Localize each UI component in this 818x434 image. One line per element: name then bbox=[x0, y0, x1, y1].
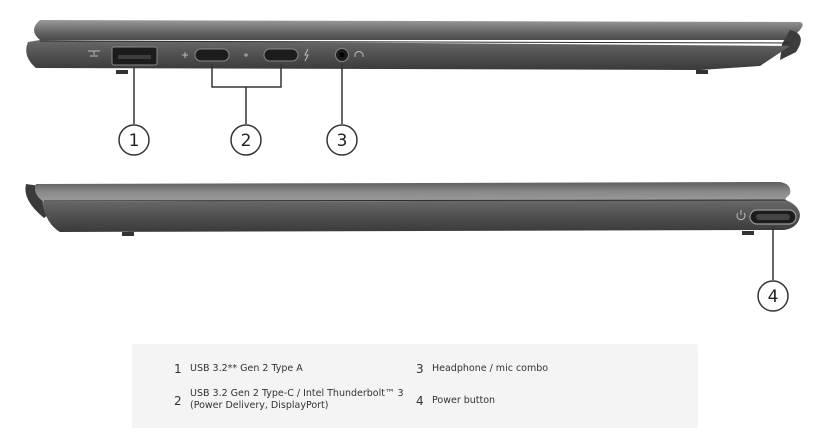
status-led bbox=[244, 53, 248, 57]
usb-c-port-1 bbox=[194, 48, 230, 62]
legend-number: 2 bbox=[174, 394, 182, 408]
legend-label: USB 3.2** Gen 2 Type A bbox=[190, 363, 303, 374]
legend-number: 4 bbox=[416, 394, 424, 408]
legend-label: Headphone / mic combo bbox=[432, 363, 549, 374]
superspeed-usb-icon bbox=[88, 50, 100, 57]
power-button-cap bbox=[756, 214, 790, 220]
legend-item-2: 2 USB 3.2 Gen 2 Type-C / Intel Thunderbo… bbox=[174, 388, 404, 412]
callout-2: 2 bbox=[230, 124, 262, 156]
left-view-foot-right bbox=[696, 70, 708, 74]
headphone-icon bbox=[354, 51, 364, 57]
svg-text:2: 2 bbox=[241, 131, 252, 151]
left-side-view bbox=[26, 20, 803, 74]
right-view-foot-right bbox=[742, 231, 754, 235]
right-view-lid bbox=[35, 182, 791, 202]
svg-text:4: 4 bbox=[768, 287, 779, 307]
callout-4: 4 bbox=[757, 280, 789, 312]
callout-1: 1 bbox=[118, 124, 150, 156]
right-view-base bbox=[42, 200, 800, 232]
right-side-view bbox=[25, 182, 800, 236]
right-view-foot-left bbox=[122, 232, 134, 236]
usb-c-port-2 bbox=[263, 48, 299, 62]
thunderbolt-icon bbox=[304, 48, 309, 62]
legend-label: Power button bbox=[432, 395, 496, 406]
power-delivery-icon bbox=[182, 52, 188, 58]
svg-text:1: 1 bbox=[129, 131, 140, 151]
legend-number: 3 bbox=[416, 362, 424, 376]
callout-3: 3 bbox=[326, 124, 358, 156]
left-view-lid bbox=[34, 20, 803, 40]
left-view-hinge bbox=[780, 30, 801, 60]
left-view-seam bbox=[39, 40, 791, 44]
legend-panel: 1 USB 3.2** Gen 2 Type A 2 USB 3.2 Gen 2… bbox=[132, 344, 698, 428]
legend-item-4: 4 Power button bbox=[416, 394, 495, 408]
legend-number: 1 bbox=[174, 362, 182, 376]
legend-label: USB 3.2 Gen 2 Type-C / Intel Thunderbolt… bbox=[190, 388, 404, 411]
usb-a-port-tongue bbox=[118, 55, 151, 59]
right-view-seam bbox=[43, 199, 787, 202]
power-icon bbox=[736, 210, 746, 221]
legend-item-1: 1 USB 3.2** Gen 2 Type A bbox=[174, 362, 303, 376]
left-view-base bbox=[26, 40, 790, 70]
left-view-foot-left bbox=[116, 70, 128, 74]
leader-lines-top bbox=[133, 64, 343, 124]
headphone-jack-hole bbox=[339, 52, 345, 58]
legend-item-3: 3 Headphone / mic combo bbox=[416, 362, 548, 376]
svg-text:3: 3 bbox=[337, 131, 348, 151]
